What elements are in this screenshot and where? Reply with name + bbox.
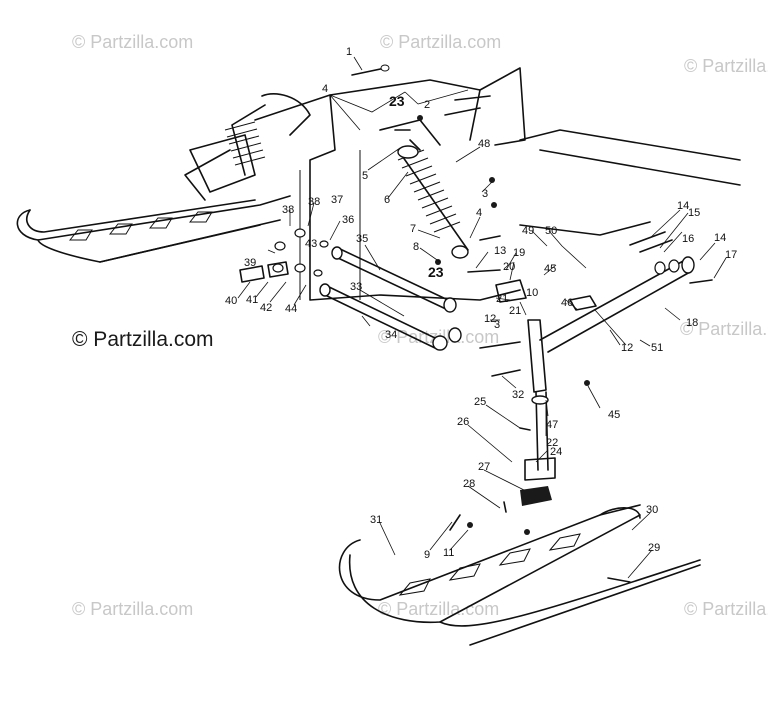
callout-2: 2 [424, 99, 430, 111]
radius-rods [319, 246, 462, 351]
callout-40: 40 [225, 295, 237, 307]
callout-44: 44 [285, 303, 297, 315]
callout-13: 13 [494, 245, 506, 257]
callout-6: 6 [384, 194, 390, 206]
callout-36: 36 [342, 214, 354, 226]
front-ski [338, 504, 701, 646]
spindle [520, 319, 556, 506]
callout-19: 19 [513, 247, 525, 259]
callout-numbers: 1 2 23 4 48 3 5 6 4 7 8 23 38 38 37 36 4… [225, 46, 737, 561]
callout-21: 21 [496, 293, 508, 305]
callout-10: 10 [526, 287, 538, 299]
callout-29: 29 [648, 542, 660, 554]
callout-33: 33 [350, 281, 362, 293]
callout-45-lower: 45 [608, 409, 620, 421]
callout-32: 32 [512, 389, 524, 401]
callout-9: 9 [424, 549, 430, 561]
leader-lines [237, 56, 727, 579]
shock-absorber [394, 129, 469, 259]
callout-22: 22 [546, 437, 558, 449]
callout-24: 24 [550, 446, 562, 458]
watermark-main: © Partzilla.com [72, 328, 214, 351]
callout-26: 26 [457, 416, 469, 428]
callout-38-second: 38 [308, 196, 320, 208]
callout-11: 11 [443, 547, 454, 559]
callout-41: 41 [246, 294, 258, 306]
callout-12: 12 [484, 313, 496, 325]
callout-1: 1 [346, 46, 352, 58]
callout-48: 48 [478, 138, 490, 150]
callout-3: 3 [482, 188, 488, 200]
callout-7: 7 [410, 223, 416, 235]
callout-25: 25 [474, 396, 486, 408]
callout-47: 47 [546, 419, 558, 431]
left-ski-assembly [16, 92, 311, 263]
callout-49: 49 [522, 225, 534, 237]
callout-46: 46 [561, 297, 573, 309]
callout-31: 31 [370, 514, 382, 526]
callout-15: 15 [688, 207, 700, 219]
callout-17: 17 [725, 249, 737, 261]
callout-21-second: 21 [509, 305, 521, 317]
callout-30: 30 [646, 504, 658, 516]
callout-34: 34 [385, 329, 397, 341]
watermark-top-right: © Partzilla.com [684, 56, 768, 76]
callout-20: 20 [503, 261, 515, 273]
callout-18: 18 [686, 317, 698, 329]
chassis-frame [254, 67, 741, 301]
callout-27: 27 [478, 461, 490, 473]
callout-12-right: 12 [621, 342, 633, 354]
watermark-top-left: © Partzilla.com [72, 32, 193, 52]
callout-4-lower: 4 [476, 207, 482, 219]
callout-14-right: 14 [714, 232, 726, 244]
watermark-bottom-center: © Partzilla.com [378, 599, 499, 619]
callout-8: 8 [413, 241, 419, 253]
callout-35: 35 [356, 233, 368, 245]
watermark-right: © Partzilla.com [680, 319, 768, 339]
callout-14: 14 [677, 200, 689, 212]
callout-16: 16 [682, 233, 694, 245]
callout-43: 43 [305, 238, 317, 250]
callout-51: 51 [651, 342, 663, 354]
callout-4: 4 [322, 83, 328, 95]
callout-37: 37 [331, 194, 343, 206]
watermark-bottom-right: © Partzilla.com [684, 599, 768, 619]
callout-45: 45 [544, 263, 556, 275]
callout-42: 42 [260, 302, 272, 314]
watermark-bottom-left: © Partzilla.com [72, 599, 193, 619]
callout-5: 5 [362, 170, 368, 182]
callout-38: 38 [282, 204, 294, 216]
callout-23-lower: 23 [428, 264, 444, 280]
callout-39: 39 [244, 257, 256, 269]
callout-3-lower: 3 [494, 319, 500, 331]
callout-50: 50 [545, 225, 557, 237]
callout-23: 23 [389, 93, 405, 109]
watermark-top-center: © Partzilla.com [380, 32, 501, 52]
tie-rod [539, 231, 695, 353]
callout-28: 28 [463, 478, 475, 490]
hardware [239, 64, 713, 583]
